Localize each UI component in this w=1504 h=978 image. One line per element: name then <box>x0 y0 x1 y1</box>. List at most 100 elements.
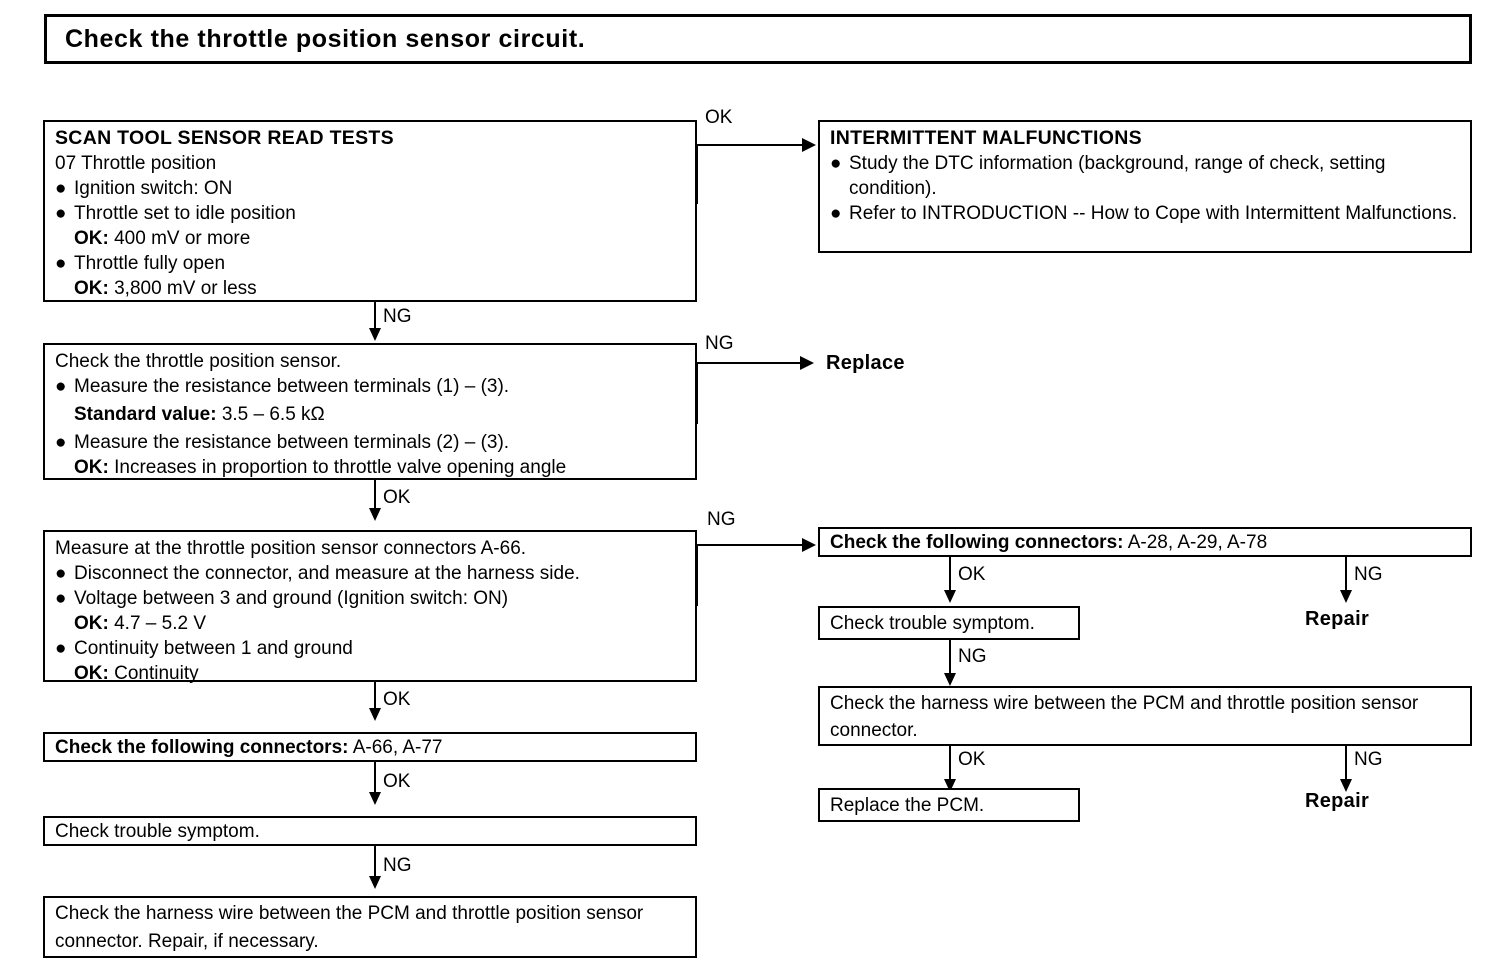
edge-harness-right-ng-arrow <box>1340 779 1352 792</box>
edge-scan-ok-arrow <box>802 138 816 152</box>
scan-tool-item-2-text: Throttle set to idle position <box>74 203 296 224</box>
scan-tool-item-1-text: Ignition switch: ON <box>74 178 233 199</box>
scan-tool-item-3: ● Throttle fully open <box>55 251 687 276</box>
edge-label-trouble-left-ng: NG <box>383 855 412 876</box>
ok-label: OK: <box>74 228 109 249</box>
bullet-icon: ● <box>830 153 842 174</box>
edge-label-harness-right-ng: NG <box>1354 749 1383 770</box>
page-title: Check the throttle position sensor circu… <box>65 24 586 53</box>
harness-wire-left-text: Check the harness wire between the PCM a… <box>55 903 644 952</box>
terminal-repair-2: Repair <box>1305 790 1370 812</box>
standard-value-label: Standard value: <box>74 404 217 425</box>
edge-label-sensor-ng: NG <box>705 333 734 354</box>
edge-label-measure-ng: NG <box>707 509 736 530</box>
edge-label-scan-ok: OK <box>705 107 733 128</box>
edge-trouble-right-ng-arrow <box>944 673 956 686</box>
edge-scan-ng-arrow <box>369 328 381 341</box>
ok-label: OK: <box>74 613 109 634</box>
trouble-symptom-right-text: Check trouble symptom. <box>830 612 1035 634</box>
scan-tool-subheading: 07 Throttle position <box>55 153 217 174</box>
edge-label-harness-right-ok: OK <box>958 749 986 770</box>
trouble-symptom-left-text: Check trouble symptom. <box>55 820 260 842</box>
measure-item-3-ok: OK: Continuity <box>55 661 687 686</box>
measure-item-2-text: Voltage between 3 and ground (Ignition s… <box>74 588 509 609</box>
edge-connectors-right-ok-arrow <box>944 590 956 603</box>
check-sensor-item-2-text: Measure the resistance between terminals… <box>74 432 510 453</box>
connectors-left-value: A-66, A-77 <box>352 736 443 758</box>
edge-measure-ng-line <box>696 544 804 546</box>
edge-harness-right-ok-line <box>949 746 951 781</box>
edge-sensor-ng-line <box>696 362 802 364</box>
measure-heading: Measure at the throttle position sensor … <box>55 538 527 559</box>
edge-trouble-left-ng-arrow <box>369 876 381 889</box>
edge-measure-ok-arrow <box>369 708 381 721</box>
ok-value: Continuity <box>114 663 199 684</box>
intermittent-item-2-text: Refer to INTRODUCTION -- How to Cope wit… <box>849 203 1458 224</box>
bullet-icon: ● <box>55 588 67 609</box>
measure-item-2-ok: OK: 4.7 – 5.2 V <box>55 611 687 636</box>
connectors-right-value: A-28, A-29, A-78 <box>1127 531 1268 553</box>
replace-pcm-text: Replace the PCM. <box>830 794 985 816</box>
check-sensor-ok: OK: Increases in proportion to throttle … <box>55 455 687 480</box>
intermittent-heading: INTERMITTENT MALFUNCTIONS <box>830 127 1142 149</box>
edge-label-connectors-right-ng: NG <box>1354 564 1383 585</box>
connectors-right-label: Check the following connectors: <box>830 531 1124 553</box>
ok-value: Increases in proportion to throttle valv… <box>114 457 567 478</box>
edge-connectors-left-ok-arrow <box>369 792 381 805</box>
check-sensor-item-1-text: Measure the resistance between terminals… <box>74 376 510 397</box>
bullet-icon: ● <box>55 178 67 199</box>
harness-wire-right-box: Check the harness wire between the PCM a… <box>818 686 1472 746</box>
scan-tool-box: SCAN TOOL SENSOR READ TESTS 07 Throttle … <box>43 120 697 302</box>
ok-label: OK: <box>74 278 109 299</box>
bullet-icon: ● <box>830 203 842 224</box>
harness-wire-left-box: Check the harness wire between the PCM a… <box>43 896 697 958</box>
ok-value: 3,800 mV or less <box>114 278 257 299</box>
scan-tool-heading: SCAN TOOL SENSOR READ TESTS <box>55 127 394 149</box>
connectors-left-box: Check the following connectors: A-66, A-… <box>43 732 697 762</box>
edge-label-trouble-right-ng: NG <box>958 646 987 667</box>
intermittent-item-1-text: Study the DTC information (background, r… <box>849 153 1386 199</box>
check-sensor-box: Check the throttle position sensor. ● Me… <box>43 343 697 480</box>
edge-label-sensor-ok: OK <box>383 487 411 508</box>
standard-value-value: 3.5 – 6.5 kΩ <box>221 404 325 425</box>
edge-label-scan-ng: NG <box>383 306 412 327</box>
terminal-repair-1: Repair <box>1305 608 1370 630</box>
bullet-icon: ● <box>55 376 67 397</box>
scan-tool-item-2: ● Throttle set to idle position <box>55 201 687 226</box>
ok-label: OK: <box>74 457 109 478</box>
ok-label: OK: <box>74 663 109 684</box>
measure-item-1: ● Disconnect the connector, and measure … <box>55 561 687 586</box>
trouble-symptom-left-box: Check trouble symptom. <box>43 816 697 846</box>
edge-label-connectors-left-ok: OK <box>383 771 411 792</box>
edge-measure-ok-line <box>374 682 376 710</box>
measure-item-3-text: Continuity between 1 and ground <box>74 638 353 659</box>
check-sensor-item-1: ● Measure the resistance between termina… <box>55 374 687 399</box>
edge-trouble-right-ng-line <box>949 640 951 675</box>
harness-wire-right-text: Check the harness wire between the PCM a… <box>830 693 1419 741</box>
bullet-icon: ● <box>55 203 67 224</box>
intermittent-item-1: ● Study the DTC information (background,… <box>830 151 1462 201</box>
scan-tool-item-3-text: Throttle fully open <box>74 253 226 274</box>
edge-label-measure-ok: OK <box>383 689 411 710</box>
ok-value: 4.7 – 5.2 V <box>114 613 207 634</box>
intermittent-item-2: ● Refer to INTRODUCTION -- How to Cope w… <box>830 201 1462 226</box>
check-sensor-standard-value: Standard value: 3.5 – 6.5 kΩ <box>55 399 687 430</box>
measure-connectors-box: Measure at the throttle position sensor … <box>43 530 697 684</box>
edge-harness-right-ng-line <box>1345 746 1347 781</box>
scan-tool-item-1: ● Ignition switch: ON <box>55 176 687 201</box>
check-sensor-heading: Check the throttle position sensor. <box>55 351 342 372</box>
edge-scan-ng-line <box>374 302 376 330</box>
edge-sensor-ng-arrow <box>800 356 814 370</box>
edge-sensor-ng-stub <box>696 362 698 424</box>
trouble-symptom-right-box: Check trouble symptom. <box>818 606 1080 640</box>
edge-connectors-left-ok-line <box>374 762 376 794</box>
edge-connectors-right-ng-line <box>1345 557 1347 592</box>
edge-sensor-ok-arrow <box>369 508 381 521</box>
edge-scan-ok-line <box>696 144 804 146</box>
measure-item-2: ● Voltage between 3 and ground (Ignition… <box>55 586 687 611</box>
edge-trouble-left-ng-line <box>374 846 376 878</box>
page-title-box: Check the throttle position sensor circu… <box>44 14 1472 64</box>
edge-label-connectors-right-ok: OK <box>958 564 986 585</box>
intermittent-malfunctions-box: INTERMITTENT MALFUNCTIONS ● Study the DT… <box>818 120 1472 253</box>
measure-item-3: ● Continuity between 1 and ground <box>55 636 687 661</box>
